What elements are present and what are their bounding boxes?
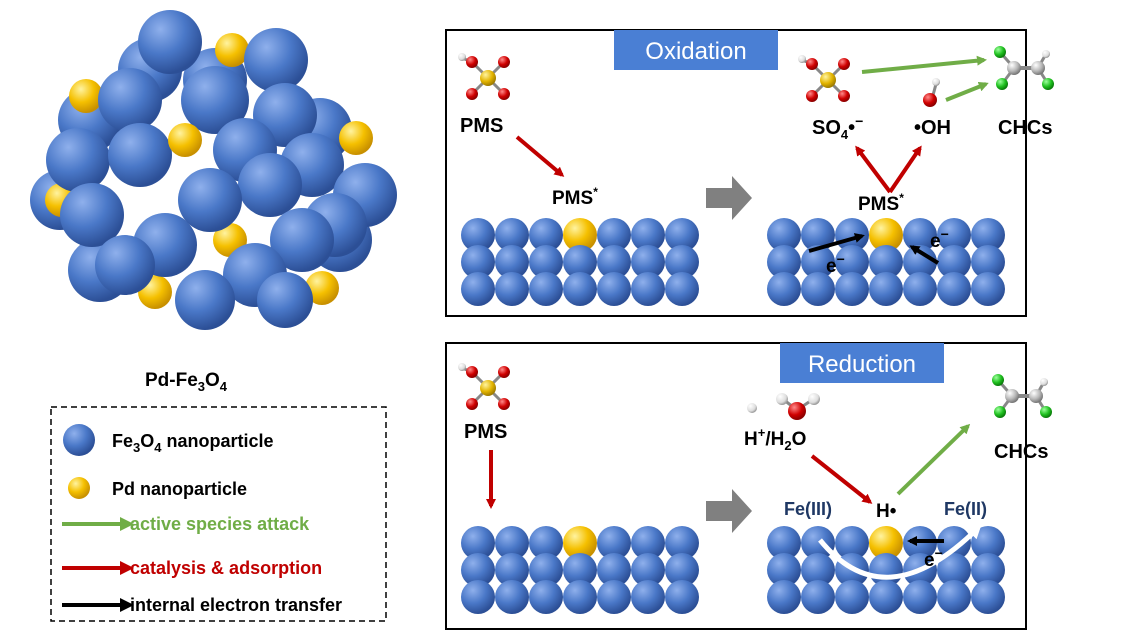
reduction-surface-left [461, 526, 699, 614]
legend-red: catalysis & adsorption [130, 558, 322, 578]
so4-attack-arrow [861, 55, 987, 74]
cluster-caption: Pd-Fe3O4 [145, 370, 228, 394]
electron-transfer-arrow-left [808, 233, 865, 253]
fe3o4-legend-icon [63, 424, 95, 456]
oxidation-title: Oxidation [645, 38, 746, 65]
reduction-panel: Reduction PMS H+/H2O H• [445, 342, 1054, 630]
h-adsorption-arrow [810, 454, 873, 504]
oxidation-surface-left [461, 218, 699, 306]
oxidation-pms-star-right: PMS* [858, 191, 904, 215]
reduction-chcs: CHCs [994, 441, 1048, 463]
reduction-title-box [780, 343, 944, 383]
oxidation-pms: PMS [460, 115, 503, 137]
reduction-h-h2o: H+/H2O [744, 425, 806, 453]
pd-legend-icon [68, 477, 90, 499]
pd-fe3o4-cluster [30, 10, 397, 330]
reduction-electron: e− [924, 545, 943, 571]
fe-cycle-arrow [818, 524, 982, 580]
so4-generation-arrow [855, 145, 892, 194]
electron-transfer-arrow-right [909, 245, 940, 265]
oh-radical-molecule-icon [923, 78, 940, 107]
oh-generation-arrow [888, 145, 922, 194]
oxidation-border [445, 29, 1027, 317]
legend-pd: Pd nanoparticle [112, 479, 247, 499]
oxidation-oh: •OH [914, 117, 951, 139]
reduction-fe2: Fe(II) [944, 499, 987, 519]
oxidation-surface-right [767, 218, 1005, 306]
reduction-process-arrow [706, 489, 752, 533]
legend-border [50, 406, 387, 622]
oxidation-electron-right: e− [930, 226, 949, 252]
oxidation-electron-left: e− [826, 251, 845, 277]
legend-green: active species attack [130, 514, 310, 534]
oxidation-panel: Oxidation PMS PMS* PMS* e− e− SO4•− [445, 29, 1056, 317]
oxidation-title-box [614, 30, 778, 70]
reduction-title: Reduction [808, 351, 916, 378]
oxidation-so4: SO4•− [812, 113, 863, 142]
h-attack-arrow [896, 423, 971, 496]
reduction-pms: PMS [464, 421, 507, 443]
oxidation-process-arrow [706, 176, 752, 220]
water-molecule-icon [747, 393, 820, 420]
oxidation-pms-star: PMS* [552, 185, 598, 209]
pms-adsorption-arrow [515, 135, 565, 177]
legend-black: internal electron transfer [130, 595, 342, 615]
oh-attack-arrow [945, 81, 989, 102]
legend: Fe3O4 nanoparticle Pd nanoparticle activ… [50, 406, 387, 622]
legend-fe3o4: Fe3O4 nanoparticle [112, 431, 274, 455]
oxidation-chcs: CHCs [998, 117, 1052, 139]
reduction-fe3: Fe(III) [784, 499, 832, 519]
reduction-h-radical: H• [876, 501, 897, 522]
